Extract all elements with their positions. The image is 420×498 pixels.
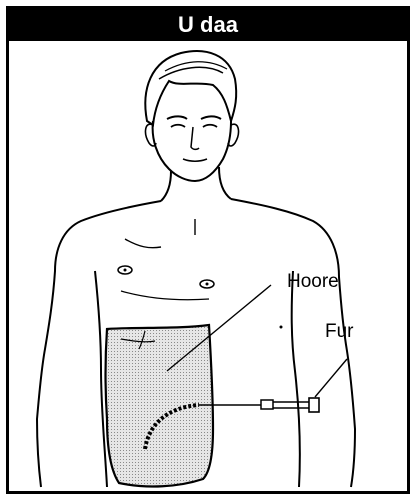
shaded-abdomen	[106, 325, 214, 486]
tube-clamp	[261, 400, 273, 409]
tube-connector	[309, 398, 319, 412]
label-hoore: Hoore	[287, 271, 339, 293]
body-figure	[9, 9, 407, 491]
leader-fur	[315, 359, 347, 397]
illustration-panel: U daa	[6, 6, 410, 494]
label-fur: Fur	[325, 321, 354, 343]
